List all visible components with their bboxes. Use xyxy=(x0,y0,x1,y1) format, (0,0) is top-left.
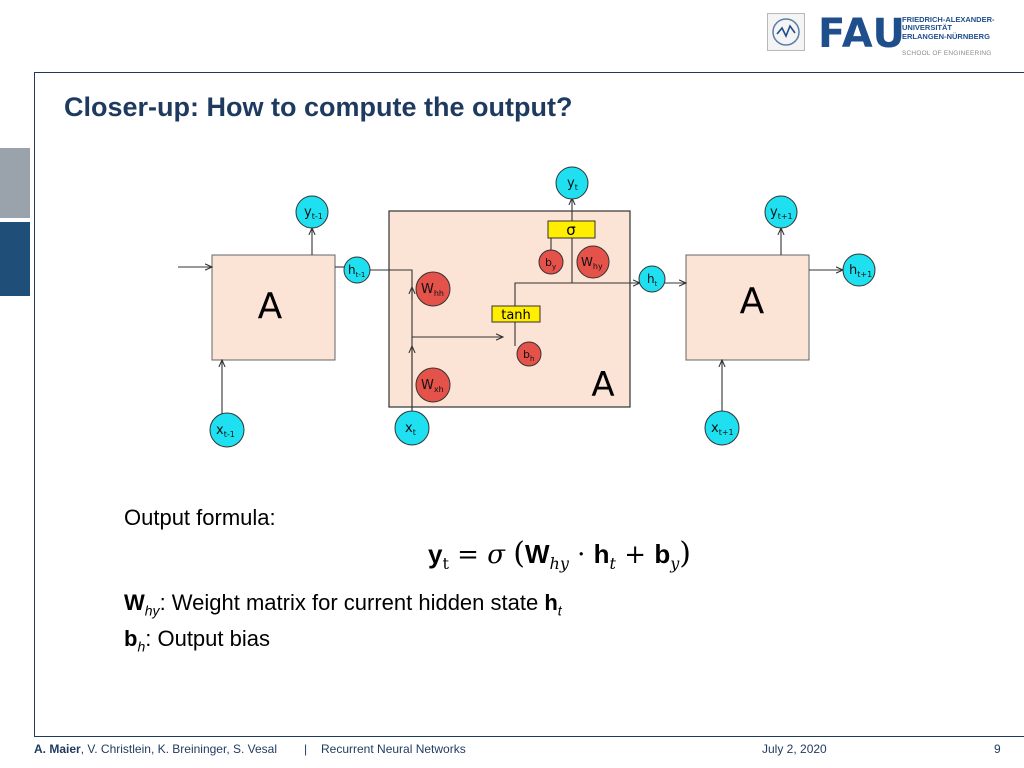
node-x-prev xyxy=(209,412,245,448)
svg-text:xt-1: xt-1 xyxy=(216,423,235,439)
university-name: FRIEDRICH-ALEXANDER- UNIVERSITÄT ERLANGE… xyxy=(902,15,995,41)
slide-title: Closer-up: How to compute the output? xyxy=(64,92,573,122)
tanh-box xyxy=(491,305,541,323)
svg-text:bh: bh xyxy=(523,348,534,363)
node-x-next xyxy=(704,410,740,446)
line-tanh-up xyxy=(514,282,572,306)
node-by xyxy=(538,249,564,275)
footer-date: July 2, 2020 xyxy=(762,742,827,756)
frame-left-rule xyxy=(34,72,35,736)
cell-right-label: A xyxy=(740,281,765,322)
sigma-box xyxy=(547,220,596,239)
svg-text:by: by xyxy=(545,256,556,271)
frame-bottom-rule xyxy=(34,736,1024,737)
node-wxh xyxy=(415,367,451,403)
node-y-next xyxy=(764,195,798,229)
node-h-next xyxy=(842,253,876,287)
footer-separator: | xyxy=(304,742,308,756)
node-whh xyxy=(415,271,451,307)
definition-why: Why: Weight matrix for current hidden st… xyxy=(124,590,562,619)
node-why xyxy=(576,245,610,279)
svg-text:yt-1: yt-1 xyxy=(304,205,323,221)
definition-bh: bh: Output bias xyxy=(124,626,270,655)
footer-page-number: 9 xyxy=(994,742,1001,756)
cell-middle-label: A xyxy=(591,365,614,405)
output-formula: yt = σ (Why · ht + by) xyxy=(428,536,691,574)
node-bh xyxy=(516,341,542,367)
frame-top-rule xyxy=(34,72,1024,73)
cell-left xyxy=(211,254,336,361)
side-tab-grey xyxy=(0,148,30,218)
footer-course: Recurrent Neural Networks xyxy=(321,742,466,756)
fau-logo[interactable]: FAU xyxy=(818,11,906,57)
node-y-curr xyxy=(555,166,589,200)
university-seal-icon xyxy=(767,13,805,51)
tanh-op-label: tanh xyxy=(501,308,531,323)
node-h-curr xyxy=(638,265,666,293)
svg-text:Whh: Whh xyxy=(421,282,444,298)
node-x-curr xyxy=(394,410,430,446)
school-name: SCHOOL OF ENGINEERING xyxy=(902,50,992,57)
sigma-op-label: σ xyxy=(566,221,576,239)
svg-text:xt+1: xt+1 xyxy=(711,421,734,437)
svg-text:Wxh: Wxh xyxy=(421,378,444,394)
svg-text:xt: xt xyxy=(405,421,416,437)
node-y-prev xyxy=(295,195,329,229)
svg-text:Why: Why xyxy=(581,255,603,271)
footer-authors: A. Maier, V. Christlein, K. Breininger, … xyxy=(34,742,278,756)
svg-text:ht+1: ht+1 xyxy=(849,263,872,279)
svg-text:ht-1: ht-1 xyxy=(348,263,365,279)
side-tab-blue xyxy=(0,222,30,296)
svg-text:yt+1: yt+1 xyxy=(770,205,793,221)
svg-text:yt: yt xyxy=(567,176,578,192)
node-h-prev xyxy=(343,256,371,284)
cell-left-label: A xyxy=(258,286,283,327)
output-formula-label: Output formula: xyxy=(124,505,276,530)
svg-text:ht: ht xyxy=(647,272,658,288)
cell-right xyxy=(685,254,810,361)
